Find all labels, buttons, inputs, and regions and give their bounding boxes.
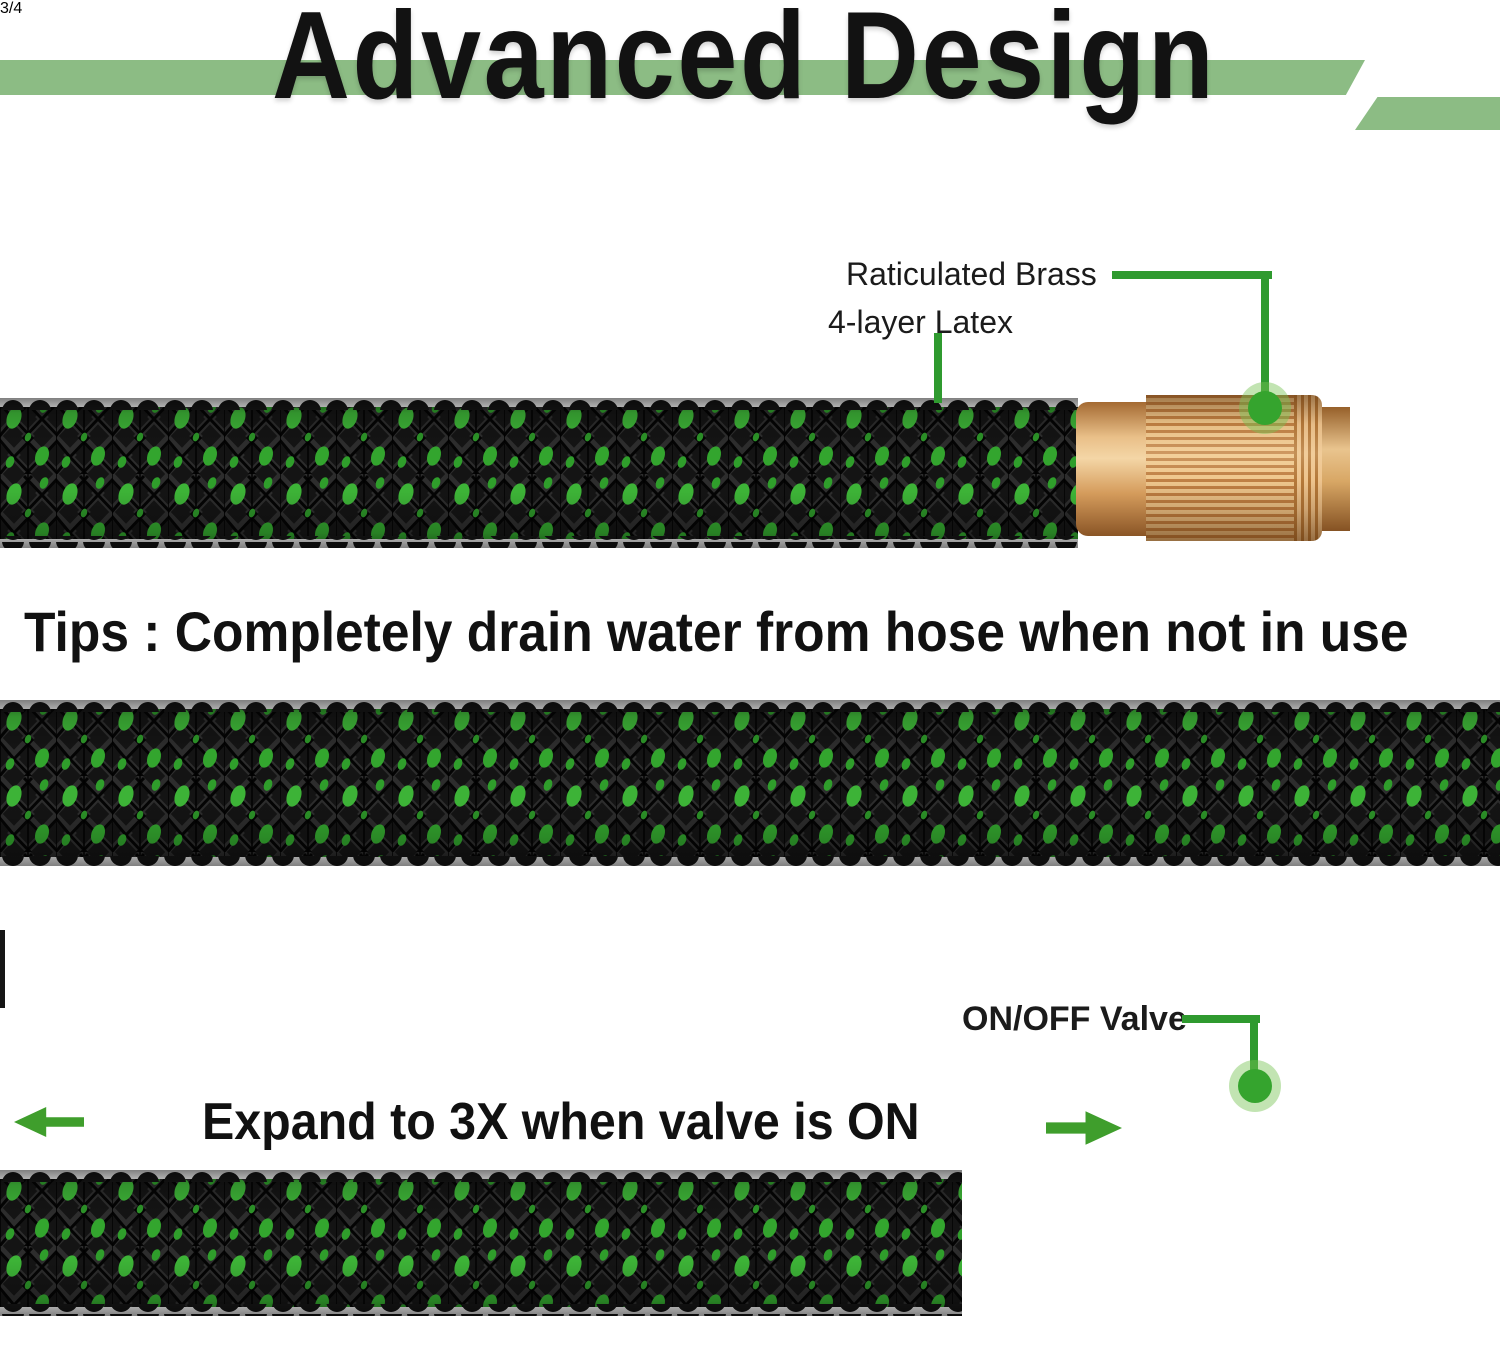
latex-callout-line <box>934 333 942 403</box>
brass-callout-line-horizontal <box>1112 271 1272 279</box>
valve-callout-label: ON/OFF Valve <box>962 1000 1187 1038</box>
valve-callout-line-horizontal <box>1182 1015 1260 1023</box>
header-green-band-tail <box>1355 97 1500 130</box>
latex-callout-label: 4-layer Latex <box>828 304 1013 340</box>
right-arrow-icon <box>1046 1111 1122 1145</box>
expand-caption: Expand to 3X when valve is ON <box>202 1093 920 1151</box>
hose-top <box>0 398 1078 548</box>
page-title: Advanced Design <box>272 0 1217 125</box>
hose-middle <box>0 700 1500 866</box>
valve-callout-line-vertical <box>1250 1015 1258 1079</box>
brass-callout-label: Raticulated Brass <box>846 256 1097 292</box>
left-edge-cropped-hose <box>0 930 5 1008</box>
tips-caption: Tips : Completely drain water from hose … <box>24 600 1409 663</box>
header-green-band <box>0 60 1365 95</box>
brass-neck <box>1322 407 1350 531</box>
hose-bottom <box>0 1170 962 1316</box>
left-arrow-icon <box>14 1107 84 1137</box>
brass-barrel-end <box>1294 395 1322 541</box>
valve-size-marking: 3/4 <box>0 0 23 17</box>
brass-callout-line-vertical <box>1261 271 1269 403</box>
brass-callout-dot <box>1248 391 1282 425</box>
brass-collar <box>1076 402 1148 536</box>
valve-callout-dot <box>1238 1069 1272 1103</box>
